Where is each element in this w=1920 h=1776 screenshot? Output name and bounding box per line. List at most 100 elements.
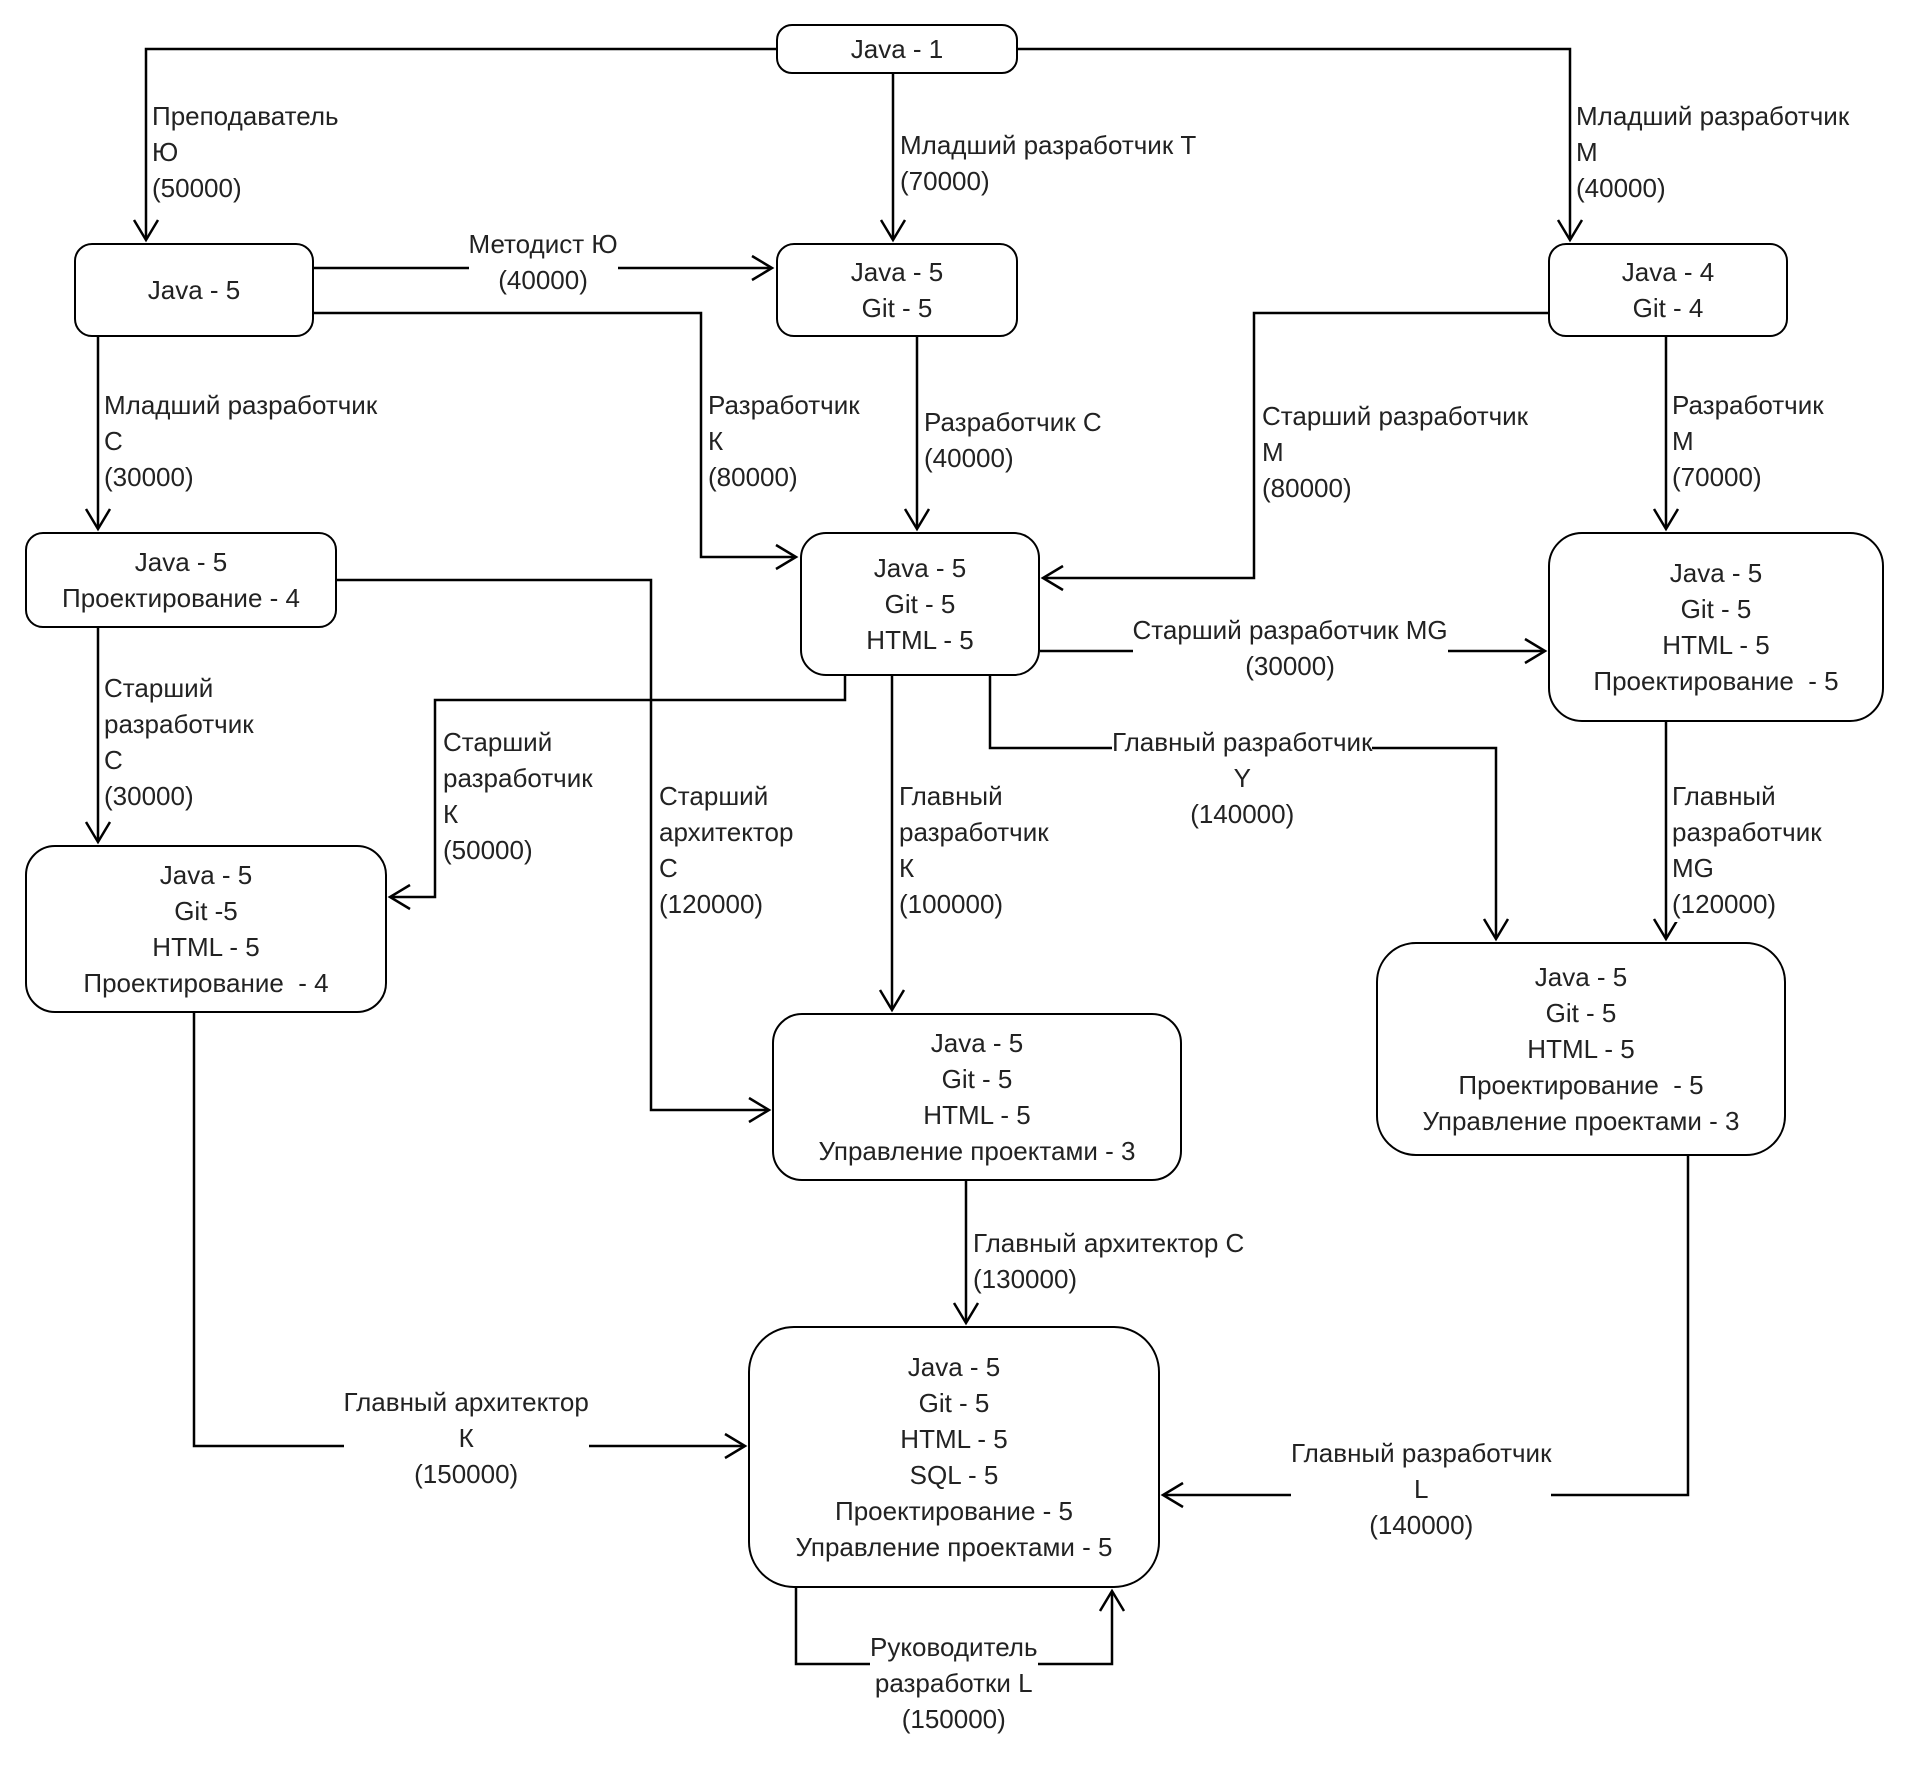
node-line: HTML - 5 (1662, 630, 1770, 660)
arrowhead-e5 (775, 543, 799, 571)
node-line: Java - 5 (147, 275, 241, 305)
arrowhead-e17 (952, 1302, 980, 1326)
node-line: Java - 4 (1621, 257, 1715, 287)
edge-label-line: (130000) (973, 1264, 1078, 1294)
arrowhead-e20 (1098, 1588, 1126, 1612)
node-line: Проектирование - 5 (1593, 666, 1839, 696)
arrowhead-e11 (748, 1096, 772, 1124)
node-line: Управление проектами - 5 (795, 1532, 1113, 1562)
arrowhead-e10 (84, 821, 112, 845)
edge-label-line: К (899, 853, 915, 883)
edge-label-line: Руководитель (870, 1632, 1038, 1662)
edge-label-line: (30000) (104, 462, 194, 492)
node-line: Проектирование - 4 (62, 583, 300, 613)
arrowhead-e2 (879, 219, 907, 243)
edge-label-line: разработчик (104, 709, 254, 739)
arrowhead-e8 (1040, 564, 1064, 592)
node-line: HTML - 5 (923, 1100, 1031, 1130)
edge-label-line: Главный (1672, 781, 1776, 811)
edge-label-line: (100000) (899, 889, 1004, 919)
node-line: HTML - 5 (152, 932, 260, 962)
edge-label-line: Младший разработчик (104, 390, 378, 420)
edge-label-line: Главный архитектор С (973, 1228, 1245, 1258)
edge-label-line: М (1576, 137, 1598, 167)
node-line: Java - 5 (1534, 962, 1628, 992)
edge-e12 (390, 676, 847, 899)
arrowhead-e1 (132, 219, 160, 243)
node-n4[interactable]: Java - 4 Git - 4 (1548, 243, 1788, 337)
node-line: Управление проектами - 3 (818, 1136, 1136, 1166)
edge-e18 (192, 1013, 745, 1448)
edge-label-line: Разработчик С (924, 407, 1102, 437)
edge-label-line: С (104, 745, 123, 775)
edge-e8 (1043, 311, 1548, 580)
edge-label-line: архитектор (659, 817, 794, 847)
node-line: Git - 5 (1680, 594, 1752, 624)
arrowhead-e16 (1652, 918, 1680, 942)
node-line: Git - 4 (1632, 293, 1704, 323)
edge-label-line: К (458, 1423, 474, 1453)
edge-label-line: (150000) (901, 1704, 1006, 1734)
edge-label-line: разработки L (874, 1668, 1033, 1698)
edge-label-line: Младший разработчик Т (900, 130, 1197, 160)
edge-e1 (144, 47, 776, 240)
edge-label-line: Главный разработчик (1291, 1438, 1552, 1468)
arrowhead-e13 (878, 989, 906, 1013)
node-line: Java - 5 (850, 257, 944, 287)
node-line: Java - 5 (873, 553, 967, 583)
edge-label-line: разработчик (443, 763, 593, 793)
node-line: Git - 5 (918, 1388, 990, 1418)
arrowhead-e4 (751, 254, 775, 282)
edge-label-line: С (104, 426, 123, 456)
edge-label-line: Разработчик (708, 390, 860, 420)
node-line: Java - 5 (1669, 558, 1763, 588)
edge-label-line: Старший (443, 727, 553, 757)
edge-label-line: (40000) (924, 443, 1014, 473)
edge-label-line: (120000) (659, 889, 764, 919)
edge-label-e20: Руководитель разработки L (150000) (870, 1629, 1038, 1737)
edge-label-line: К (708, 426, 724, 456)
edge-label-line: MG (1672, 853, 1714, 883)
edge-label-line: (80000) (708, 462, 798, 492)
node-line: Управление проектами - 3 (1422, 1106, 1740, 1136)
node-n2[interactable]: Java - 5 (74, 243, 314, 337)
arrowhead-e14 (1524, 637, 1548, 665)
edge-label-line: Y (1233, 763, 1251, 793)
edge-label-line: Младший разработчик (1576, 101, 1850, 131)
edge-label-line: разработчик (1672, 817, 1822, 847)
edge-label-line: Главный разработчик (1112, 727, 1373, 757)
arrowhead-e7 (903, 508, 931, 532)
edge-label-line: Старший (104, 673, 214, 703)
edge-label-line: Главный архитектор (343, 1387, 589, 1417)
arrowhead-e19 (1160, 1481, 1184, 1509)
edge-label-line: (30000) (1245, 651, 1335, 681)
node-line: Git - 5 (941, 1064, 1013, 1094)
edge-label-line: Главный (899, 781, 1003, 811)
node-n1[interactable]: Java - 1 (776, 24, 1018, 74)
node-n7[interactable]: Java - 5 Git - 5 HTML - 5 Проектирование - … (1548, 532, 1884, 722)
node-line: Git - 5 (1545, 998, 1617, 1028)
edge-label-line: (40000) (498, 265, 588, 295)
node-line: HTML - 5 (900, 1424, 1008, 1454)
edge-label-line: М (1262, 437, 1284, 467)
edge-label-line: (50000) (443, 835, 533, 865)
edge-label-line: (70000) (900, 166, 990, 196)
arrowhead-e15 (1482, 918, 1510, 942)
node-line: SQL - 5 (909, 1460, 999, 1490)
edge-e11 (337, 578, 769, 1112)
